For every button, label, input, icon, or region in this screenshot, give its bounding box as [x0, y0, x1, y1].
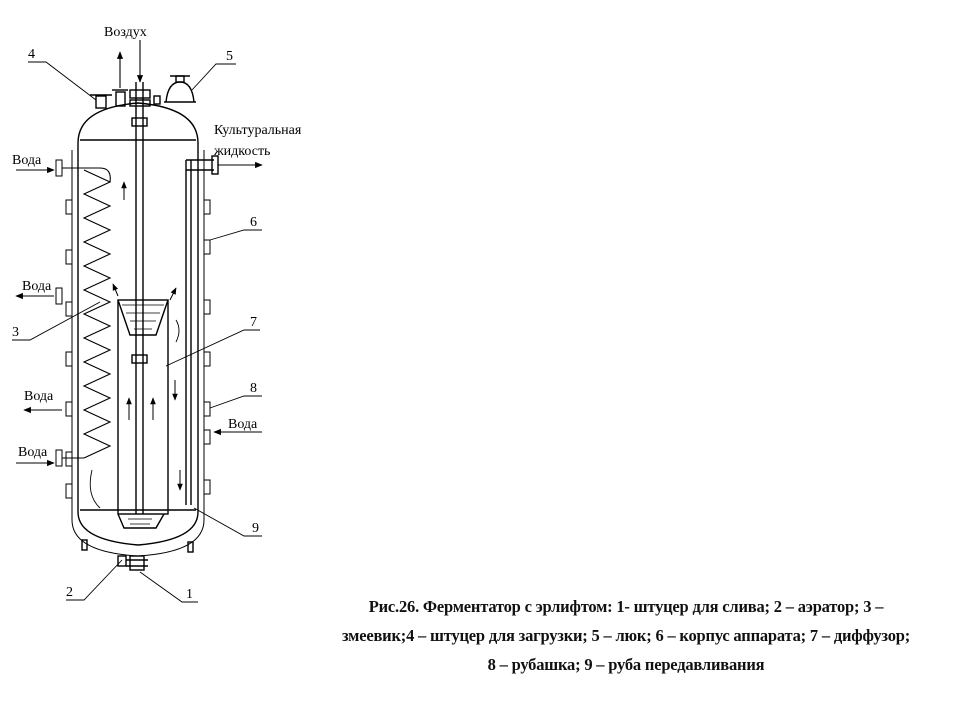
leader-7 [165, 329, 260, 367]
manhole-neck [175, 75, 185, 83]
leader-1 [139, 571, 198, 603]
air-pipe-coupling-mid [131, 354, 148, 364]
label-6: 6 [250, 215, 257, 230]
aerator-nozzle [117, 555, 127, 567]
caption-line-3: 8 – рубашка; 9 – руба передавливания [487, 655, 765, 674]
leader-3 [12, 301, 101, 341]
small-nozzle [153, 95, 161, 105]
bottom-leg-left [81, 539, 88, 551]
water-out-low-label: Вода [24, 389, 54, 404]
label-8: 8 [250, 381, 257, 396]
label-7: 7 [250, 315, 257, 330]
label-4: 4 [28, 47, 35, 62]
aerator [117, 513, 165, 529]
label-1: 1 [186, 587, 193, 602]
culture-label-line2: жидкость [213, 144, 270, 159]
leader-5 [191, 63, 236, 91]
water-in-top-label: Вода [12, 153, 42, 168]
flow-curve-right [175, 319, 180, 343]
jacket-nozzles-right [203, 199, 211, 495]
leader-4 [28, 61, 97, 101]
water-in-bottom-label: Вода [18, 445, 48, 460]
coil-top-pipe [62, 167, 111, 183]
loading-nozzle [95, 95, 107, 109]
air-inlet-flange2 [129, 99, 151, 107]
water-in-right-label: Вода [228, 417, 258, 432]
bottom-leg-right [187, 541, 194, 553]
leader-9 [193, 507, 262, 537]
leader-2 [66, 559, 123, 601]
label-5: 5 [226, 49, 233, 64]
leader-6 [209, 229, 262, 241]
flow-arrows [112, 181, 183, 491]
vessel-body [77, 102, 199, 546]
air-pipe-coupling [131, 117, 148, 127]
culture-label-line1: Культуральная [214, 123, 302, 138]
caption-line-1: Рис.26. Ферментатор с эрлифтом: 1- штуце… [368, 597, 884, 616]
flow-curve-left [89, 469, 101, 509]
manhole [165, 81, 195, 103]
figure-caption: Рис.26. Ферментатор с эрлифтом: 1- штуце… [296, 592, 956, 679]
air-inlet-flange [129, 89, 151, 99]
drain-nozzle [129, 555, 145, 571]
leader-8 [209, 395, 262, 409]
water-out-mid-label: Вода [22, 279, 52, 294]
caption-line-2: змеевик;4 – штуцер для загрузки; 5 – люк… [341, 626, 911, 645]
jacket-nozzles-left [55, 159, 73, 499]
air-outlet-nozzle [115, 91, 126, 107]
aerator-hatch [128, 518, 152, 525]
label-3: 3 [12, 325, 19, 340]
label-9: 9 [252, 521, 259, 536]
label-2: 2 [66, 585, 73, 600]
coil [82, 169, 112, 459]
air-label: Воздух [104, 25, 147, 40]
